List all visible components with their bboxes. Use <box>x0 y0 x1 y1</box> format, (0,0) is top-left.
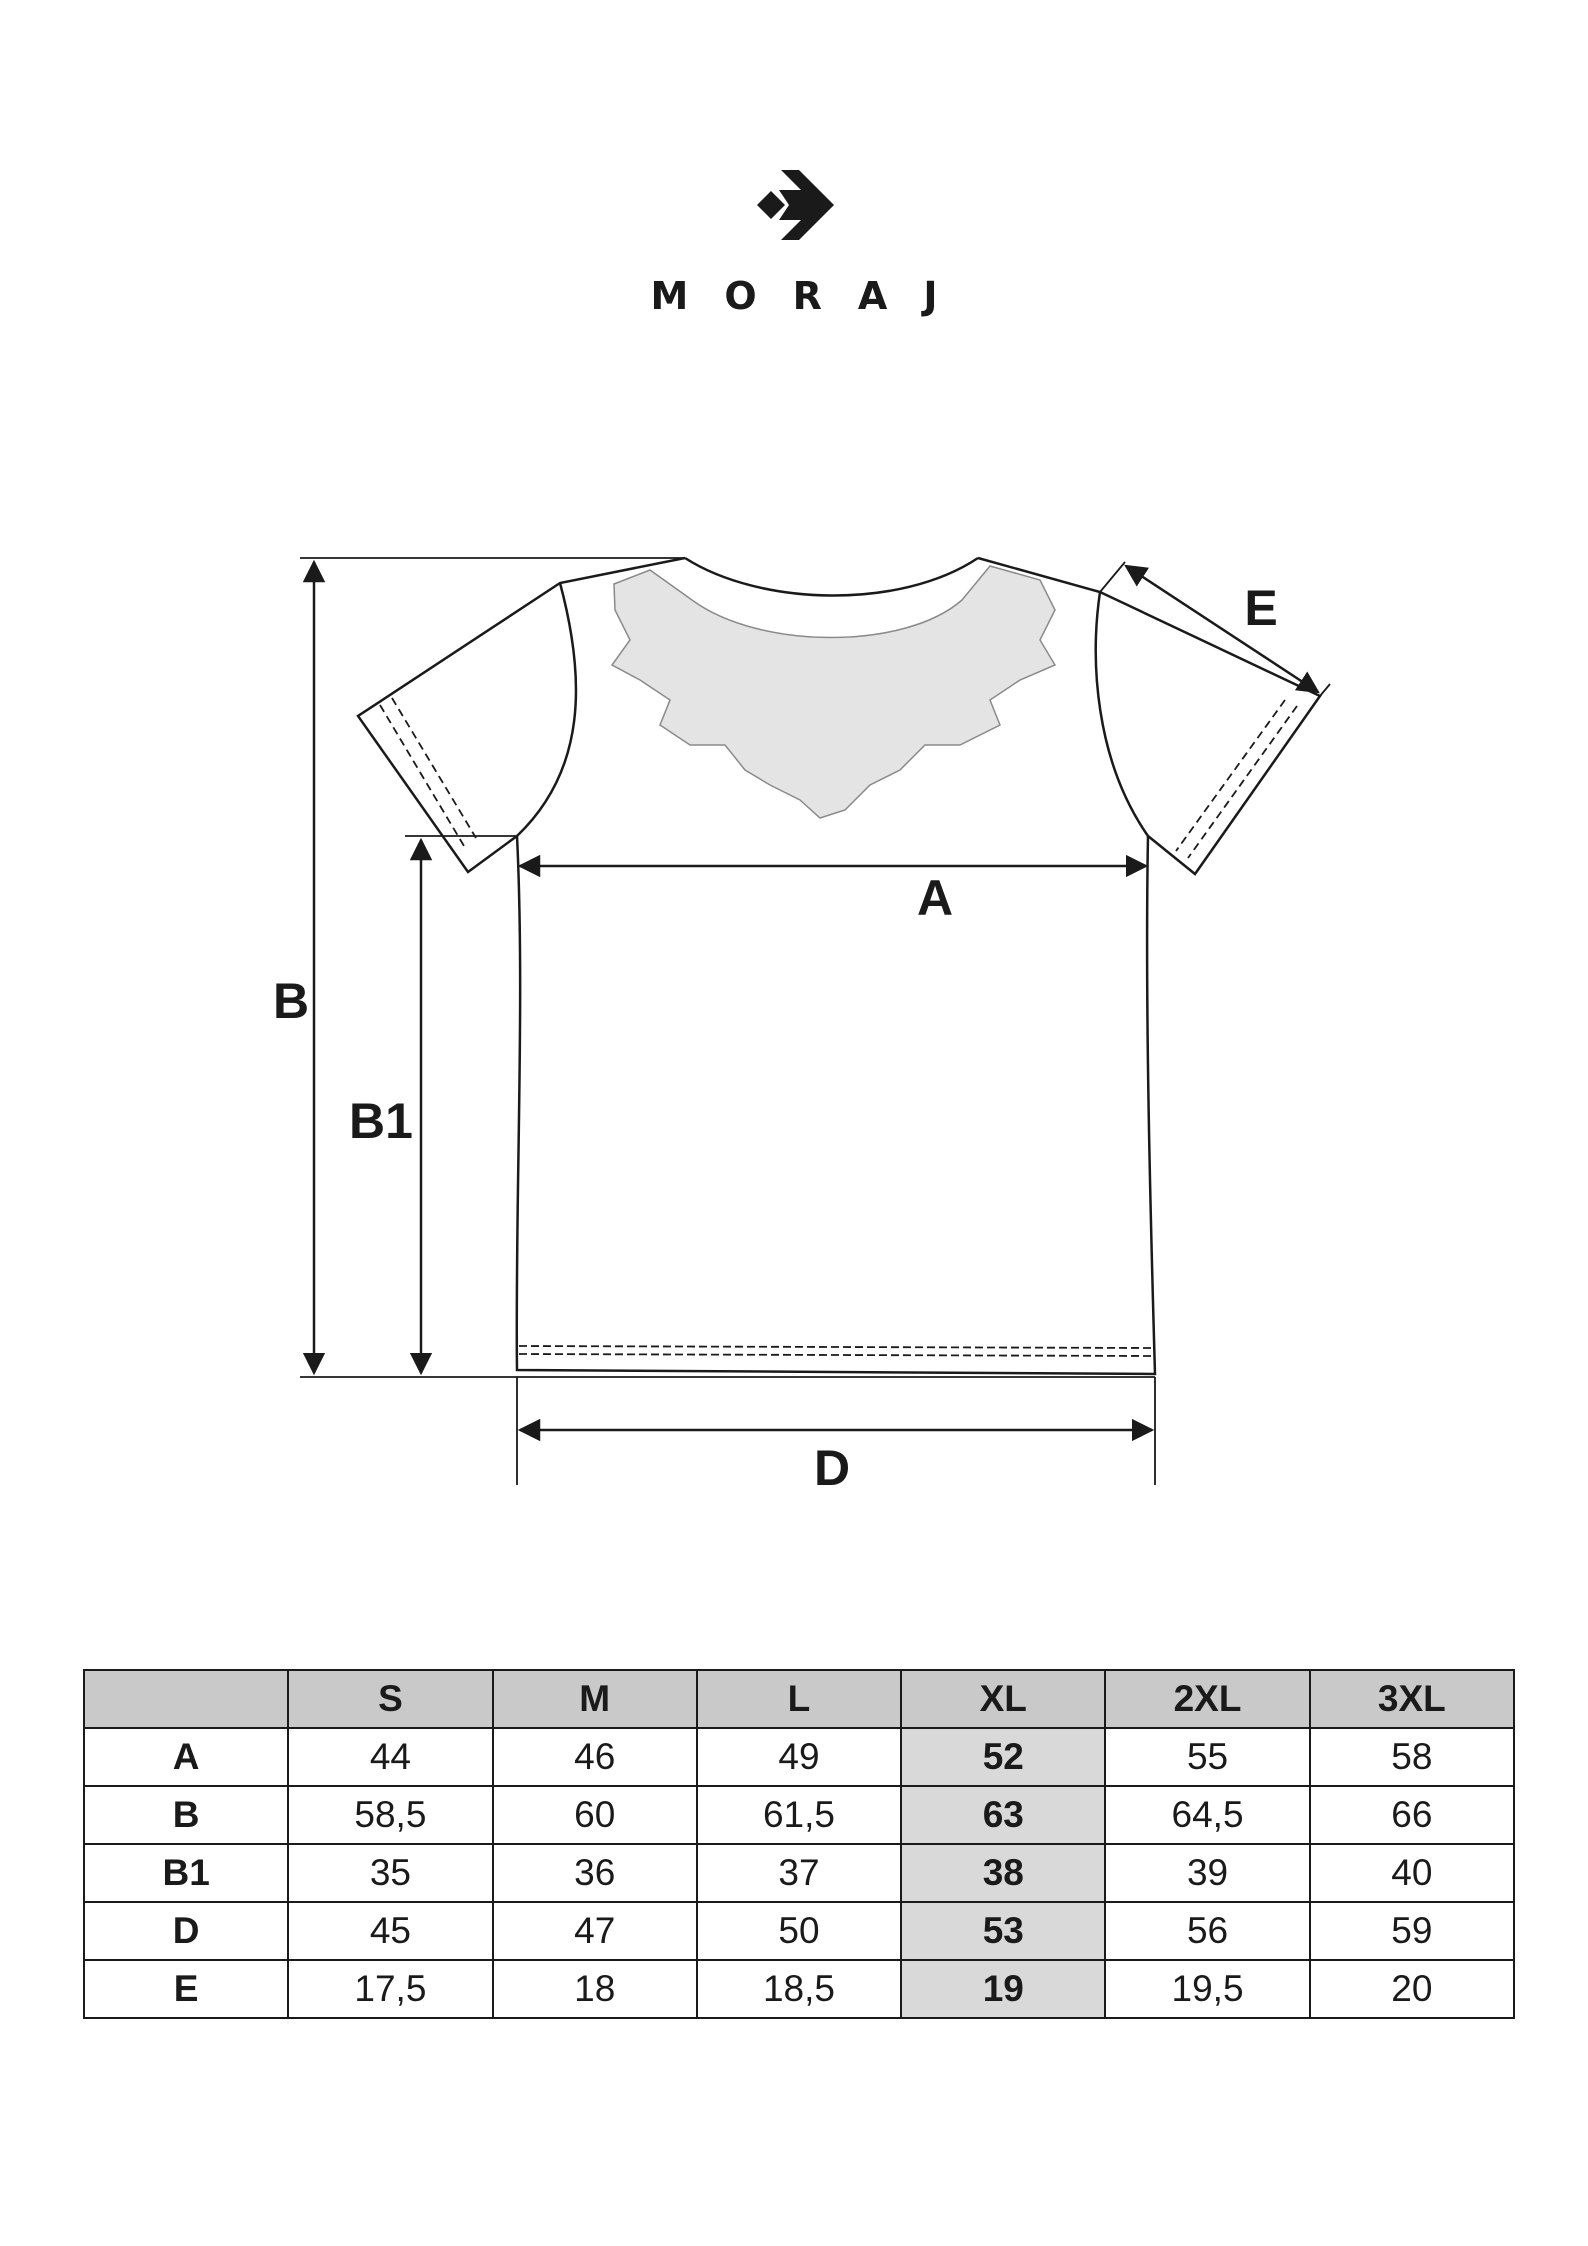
table-cell: 20 <box>1308 1959 1516 2019</box>
table-row: D 45 47 50 53 56 59 <box>82 1901 1516 1961</box>
row-label: A <box>82 1727 290 1787</box>
table-cell: 40 <box>1308 1843 1516 1903</box>
table-cell: 58 <box>1308 1727 1516 1787</box>
lace-collar-icon <box>610 565 1057 819</box>
table-cell: 47 <box>491 1901 698 1961</box>
table-row: B1 35 36 37 38 39 40 <box>82 1843 1516 1903</box>
table-cell: 18 <box>491 1959 698 2019</box>
table-cell: 61,5 <box>695 1785 903 1845</box>
table-row: A 44 46 49 52 55 58 <box>82 1727 1516 1787</box>
table-cell: 45 <box>287 1901 494 1961</box>
extension-lines <box>300 557 1331 1485</box>
header-size-l: L <box>695 1669 903 1729</box>
row-label: B1 <box>82 1843 290 1903</box>
table-cell-highlight: 63 <box>900 1785 1107 1845</box>
header-size-2xl: 2XL <box>1104 1669 1311 1729</box>
table-cell: 58,5 <box>287 1785 494 1845</box>
row-label: B <box>82 1785 290 1845</box>
table-header-row: S M L XL 2XL 3XL <box>82 1669 1516 1729</box>
brand-logo: MORAJ <box>0 170 1588 318</box>
dimension-line-e <box>1124 564 1320 694</box>
brand-name: MORAJ <box>650 274 974 318</box>
header-size-m: M <box>491 1669 698 1729</box>
table-cell: 46 <box>491 1727 698 1787</box>
header-size-xl: XL <box>900 1669 1107 1729</box>
table-cell: 49 <box>695 1727 903 1787</box>
table-cell: 60 <box>491 1785 698 1845</box>
table-cell: 18,5 <box>695 1959 903 2019</box>
header-size-3xl: 3XL <box>1308 1669 1516 1729</box>
table-cell: 44 <box>287 1727 494 1787</box>
table-cell: 59 <box>1308 1901 1516 1961</box>
table-cell-highlight: 53 <box>900 1901 1107 1961</box>
table-cell: 37 <box>695 1843 903 1903</box>
row-label: E <box>82 1959 290 2019</box>
header-corner <box>82 1669 290 1729</box>
table-cell-highlight: 38 <box>900 1843 1107 1903</box>
label-a: A <box>917 870 953 926</box>
table-row: B 58,5 60 61,5 63 64,5 66 <box>82 1785 1516 1845</box>
table-cell: 36 <box>491 1843 698 1903</box>
table-row: E 17,5 18 18,5 19 19,5 20 <box>82 1959 1516 2019</box>
table-cell: 39 <box>1104 1843 1311 1903</box>
label-e: E <box>1244 580 1277 636</box>
label-b1: B1 <box>349 1093 413 1149</box>
table-cell-highlight: 52 <box>900 1727 1107 1787</box>
table-cell-highlight: 19 <box>900 1959 1107 2019</box>
label-d: D <box>814 1440 850 1496</box>
header-size-s: S <box>287 1669 494 1729</box>
table-cell: 66 <box>1308 1785 1516 1845</box>
table-cell: 55 <box>1104 1727 1311 1787</box>
row-label: D <box>82 1901 290 1961</box>
table-cell: 19,5 <box>1104 1959 1311 2019</box>
table-cell: 64,5 <box>1104 1785 1311 1845</box>
table-cell: 35 <box>287 1843 494 1903</box>
dimension-arrow-icon <box>302 559 1320 1442</box>
tshirt-measurement-diagram: A B B1 D E <box>273 556 1331 1496</box>
label-b: B <box>273 973 309 1029</box>
moraj-chevron-logo-icon <box>757 170 834 240</box>
tshirt-outline-icon <box>356 556 1322 1376</box>
table-cell: 56 <box>1104 1901 1311 1961</box>
table-cell: 17,5 <box>287 1959 494 2019</box>
size-chart-table: S M L XL 2XL 3XL A 44 46 49 52 55 58 B 5… <box>82 1669 1516 2019</box>
table-cell: 50 <box>695 1901 903 1961</box>
